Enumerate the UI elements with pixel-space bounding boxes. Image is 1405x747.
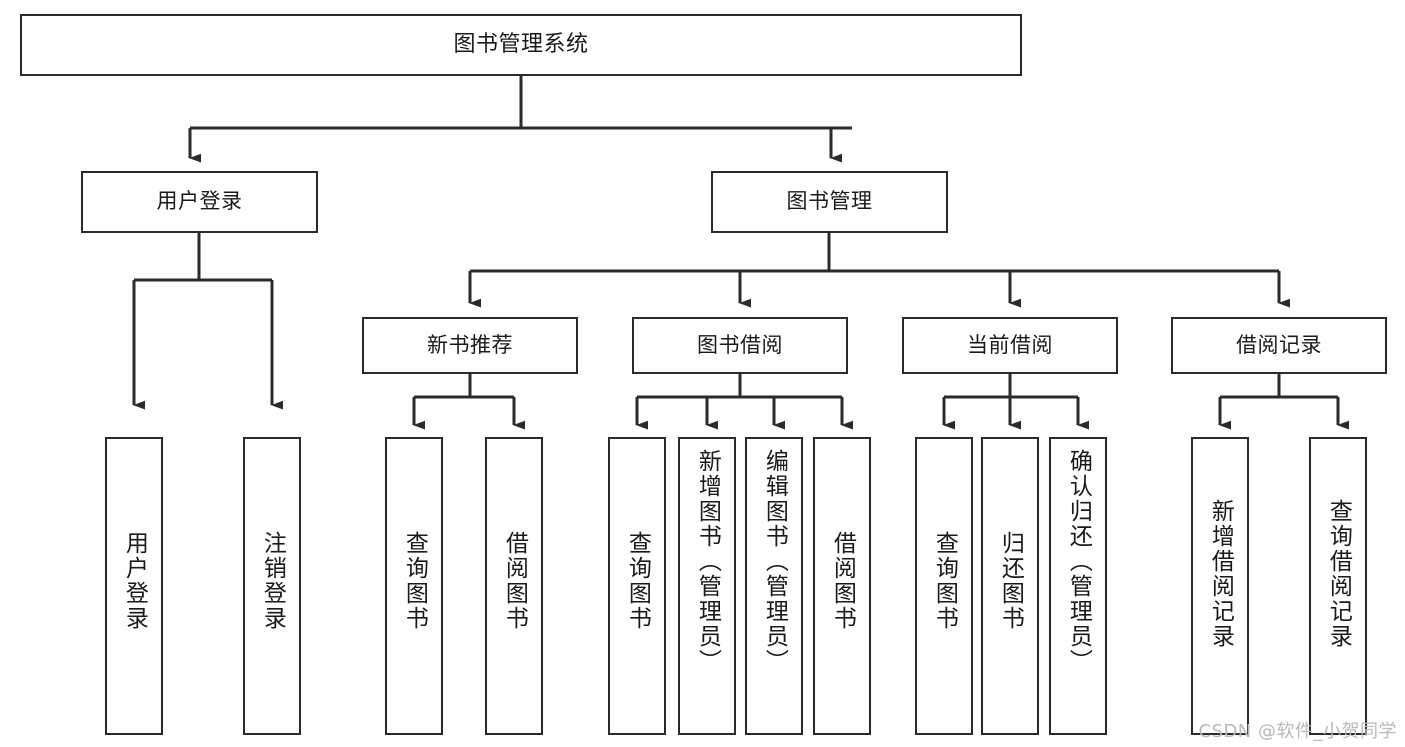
node-label: 确认归还（管理员） <box>1065 449 1092 674</box>
node-book-borrow[interactable]: 图书借阅 <box>632 317 848 374</box>
node-label: 查询图书 <box>931 531 958 631</box>
node-root-system[interactable]: 图书管理系统 <box>20 14 1022 76</box>
node-label: 图书管理 <box>786 189 873 214</box>
node-label: 借阅图书 <box>829 531 856 631</box>
node-label: 图书借阅 <box>697 332 783 357</box>
csdn-watermark: CSDN @软件_小贺同学 <box>1198 721 1397 742</box>
leaf-user-login[interactable]: 用户登录 <box>105 437 163 735</box>
node-label: 归还图书 <box>997 531 1024 631</box>
node-label: 查询图书 <box>624 531 651 631</box>
leaf-confirm-return-admin[interactable]: 确认归还（管理员） <box>1049 437 1107 735</box>
leaf-edit-book-admin[interactable]: 编辑图书（管理员） <box>745 437 803 735</box>
leaf-user-logout[interactable]: 注销登录 <box>243 437 301 735</box>
node-label: 查询图书 <box>401 531 428 631</box>
leaf-borrow-book-recommend[interactable]: 借阅图书 <box>485 437 543 735</box>
node-label: 借阅记录 <box>1236 332 1322 357</box>
node-label: 新增图书（管理员） <box>694 449 721 674</box>
node-user-login[interactable]: 用户登录 <box>81 171 318 233</box>
node-borrow-records[interactable]: 借阅记录 <box>1171 317 1387 374</box>
node-current-borrow[interactable]: 当前借阅 <box>902 317 1118 374</box>
node-label: 借阅图书 <box>501 531 528 631</box>
node-label: 新书推荐 <box>427 332 513 357</box>
node-label: 编辑图书（管理员） <box>761 449 788 674</box>
node-label: 注销登录 <box>259 531 286 631</box>
leaf-query-book-recommend[interactable]: 查询图书 <box>385 437 443 735</box>
node-label: 用户登录 <box>156 189 243 214</box>
node-label: 图书管理系统 <box>453 31 589 57</box>
node-book-management[interactable]: 图书管理 <box>711 171 948 233</box>
leaf-query-book-current[interactable]: 查询图书 <box>915 437 973 735</box>
node-new-book-recommendation[interactable]: 新书推荐 <box>362 317 578 374</box>
leaf-query-borrow-record[interactable]: 查询借阅记录 <box>1309 437 1367 735</box>
node-label: 新增借阅记录 <box>1207 499 1234 649</box>
leaf-query-book-borrow[interactable]: 查询图书 <box>608 437 666 735</box>
leaf-return-book[interactable]: 归还图书 <box>981 437 1039 735</box>
leaf-add-book-admin[interactable]: 新增图书（管理员） <box>678 437 736 735</box>
leaf-add-borrow-record[interactable]: 新增借阅记录 <box>1191 437 1249 735</box>
node-label: 用户登录 <box>121 531 148 631</box>
node-label: 当前借阅 <box>967 332 1053 357</box>
node-label: 查询借阅记录 <box>1325 499 1352 649</box>
leaf-borrow-book[interactable]: 借阅图书 <box>813 437 871 735</box>
